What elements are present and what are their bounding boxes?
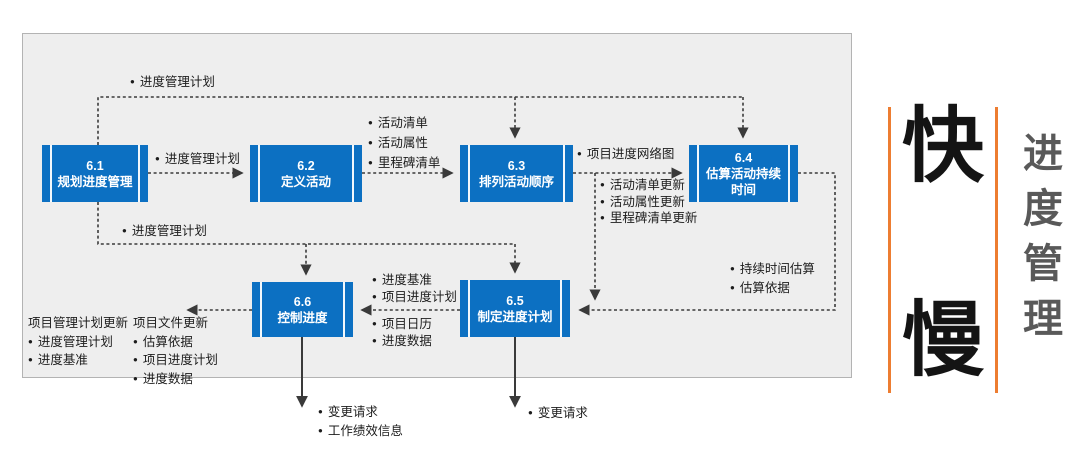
label-line: 里程碑清单: [368, 153, 441, 173]
label-schedule-plan-top: 进度管理计划: [130, 72, 215, 92]
label-line: 进度数据: [372, 333, 432, 350]
label-line: 变更请求: [318, 403, 403, 422]
process-name: 控制进度: [277, 310, 328, 325]
label-line: 进度管理计划: [155, 149, 240, 169]
label-line: 里程碑清单更新: [600, 210, 698, 227]
label-inputs-66-below: 项目日历 进度数据: [372, 316, 432, 349]
label-network-diagram: 项目进度网络图: [577, 144, 675, 164]
process-name: 规划进度管理: [57, 174, 133, 189]
process-name: 估算活动持续时间: [705, 166, 781, 197]
label-line: 进度数据: [133, 370, 218, 389]
label-line: 估算依据: [133, 333, 218, 352]
label-schedule-plan-mid: 进度管理计划: [155, 149, 240, 169]
process-box-6-1: 6.1 规划进度管理: [42, 145, 148, 202]
label-duration-outputs: 持续时间估算 估算依据: [730, 260, 815, 297]
process-id: 6.1: [86, 158, 104, 173]
label-line: 进度管理计划: [122, 221, 207, 241]
label-line: 进度基准: [28, 351, 128, 370]
process-id: 6.5: [506, 293, 524, 308]
label-line: 进度基准: [372, 272, 457, 289]
label-line: 进度管理计划: [28, 333, 128, 352]
label-line: 进度管理计划: [130, 72, 215, 92]
label-line: 工作绩效信息: [318, 422, 403, 441]
label-pm-plan-updates: 项目管理计划更新 进度管理计划 进度基准: [28, 315, 128, 370]
label-line: 项目进度计划: [133, 351, 218, 370]
process-id: 6.2: [297, 158, 315, 173]
label-line: 活动清单更新: [600, 177, 697, 194]
label-updates-after-63: 活动清单更新 活动属性更新 里程碑清单更新: [600, 177, 698, 227]
label-line: 活动属性: [368, 133, 440, 153]
label-line: 估算依据: [730, 279, 815, 298]
accent-rule-right: [995, 107, 998, 393]
vertical-title: 进度管理: [1017, 132, 1061, 352]
label-inputs-66-above: 进度基准 项目进度计划: [372, 272, 457, 305]
label-line: 活动属性更新: [600, 194, 697, 211]
label-line: 项目日历: [372, 316, 432, 333]
process-box-6-6: 6.6 控制进度: [252, 282, 353, 337]
process-box-6-5: 6.5 制定进度计划: [460, 280, 570, 337]
label-line: 项目进度计划: [372, 289, 457, 306]
process-box-6-2: 6.2 定义活动: [250, 145, 362, 202]
process-box-6-4: 6.4 估算活动持续时间: [689, 145, 798, 202]
label-schedule-plan-bottom: 进度管理计划: [122, 221, 207, 241]
process-name: 制定进度计划: [477, 309, 553, 324]
label-doc-updates: 项目文件更新 估算依据 项目进度计划 进度数据: [133, 315, 218, 388]
slow-character: 慢: [901, 295, 984, 386]
label-outputs-66: 变更请求 工作绩效信息: [318, 403, 403, 440]
label-header: 项目文件更新: [133, 316, 209, 330]
process-id: 6.4: [734, 150, 753, 165]
accent-rule-left: [888, 107, 891, 393]
label-outputs-65: 变更请求: [528, 403, 588, 423]
process-box-6-3: 6.3 排列活动顺序: [460, 145, 573, 202]
label-line: 持续时间估算: [730, 260, 815, 279]
process-name: 排列活动顺序: [478, 174, 554, 189]
fast-character: 快: [901, 101, 984, 192]
label-line: 活动清单: [368, 113, 440, 133]
label-line: 变更请求: [528, 403, 588, 423]
label-activity-outputs: 活动清单 活动属性 里程碑清单: [368, 113, 441, 173]
process-id: 6.6: [293, 294, 312, 309]
process-name: 定义活动: [280, 174, 331, 189]
process-id: 6.3: [507, 158, 526, 173]
label-line: 项目进度网络图: [577, 144, 675, 164]
label-header: 项目管理计划更新: [28, 316, 129, 330]
